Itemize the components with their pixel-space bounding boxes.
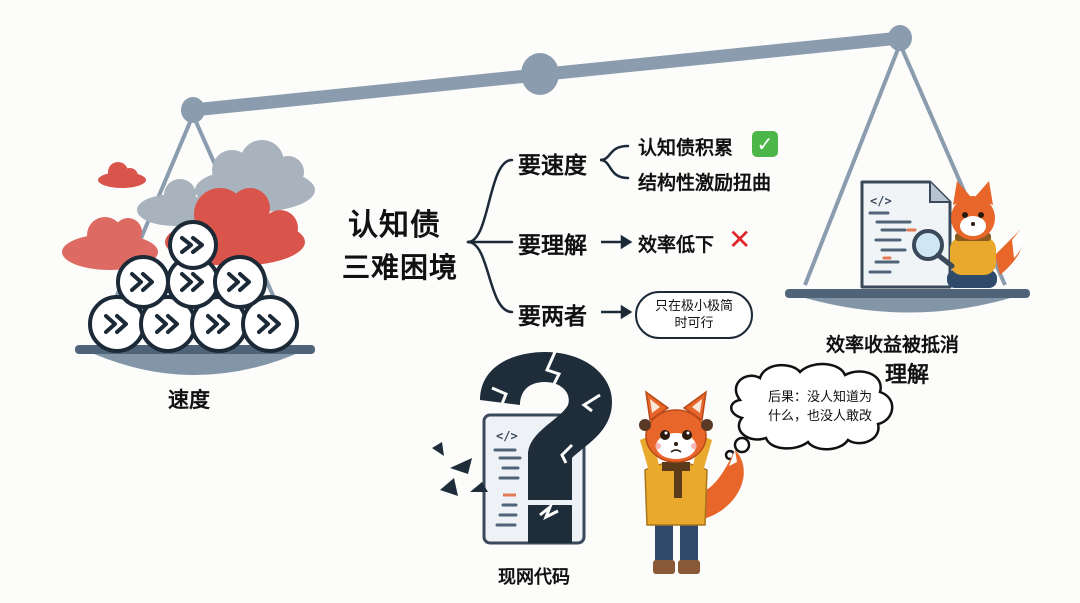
green-check-icon: ✓ xyxy=(752,131,778,157)
left-pan-label: 速度 xyxy=(168,388,210,412)
branch-both: 要两者 xyxy=(518,304,587,330)
tree-connectors xyxy=(466,144,630,314)
thought-line-1: 后果：没人知道为 xyxy=(767,390,872,405)
right-pan-label: 理解 xyxy=(885,363,930,388)
balance-beam xyxy=(181,25,912,123)
pill-line-1: 只在极小极简 xyxy=(654,299,733,314)
svg-text:</>: </> xyxy=(496,429,518,443)
arrow-icons xyxy=(601,234,633,320)
thought-bubble xyxy=(724,362,894,461)
broken-code-question-mark: </> xyxy=(432,351,612,545)
svg-text:</>: </> xyxy=(870,194,892,208)
thought-bubble-text: 后果：没人知道为 什么，也没人敢改 xyxy=(745,388,895,426)
production-code-label: 现网代码 xyxy=(498,567,570,588)
right-pan xyxy=(785,289,1030,313)
fox-with-magnifier xyxy=(912,181,1023,288)
outcome-low-efficiency: 效率低下 xyxy=(638,234,715,256)
right-pan-caption: 效率收益被抵消 xyxy=(826,334,960,356)
red-cross-icon: ✕ xyxy=(728,223,752,256)
outcome-only-tiny-systems-pill: 只在极小极简 时可行 xyxy=(635,291,753,339)
central-title: 认知债 xyxy=(348,208,441,243)
fast-forward-icons xyxy=(104,236,281,334)
branch-understanding: 要理解 xyxy=(518,233,587,259)
confused-fox-character xyxy=(639,390,744,574)
central-subtitle: 三难困境 xyxy=(342,251,459,284)
branch-speed: 要速度 xyxy=(518,153,587,179)
outcome-debt-accumulates: 认知债积累 xyxy=(638,137,734,159)
thought-line-2: 什么，也没人敢改 xyxy=(767,409,872,424)
outcome-incentive-distortion: 结构性激励扭曲 xyxy=(638,172,772,194)
pill-line-2: 时可行 xyxy=(674,316,714,331)
